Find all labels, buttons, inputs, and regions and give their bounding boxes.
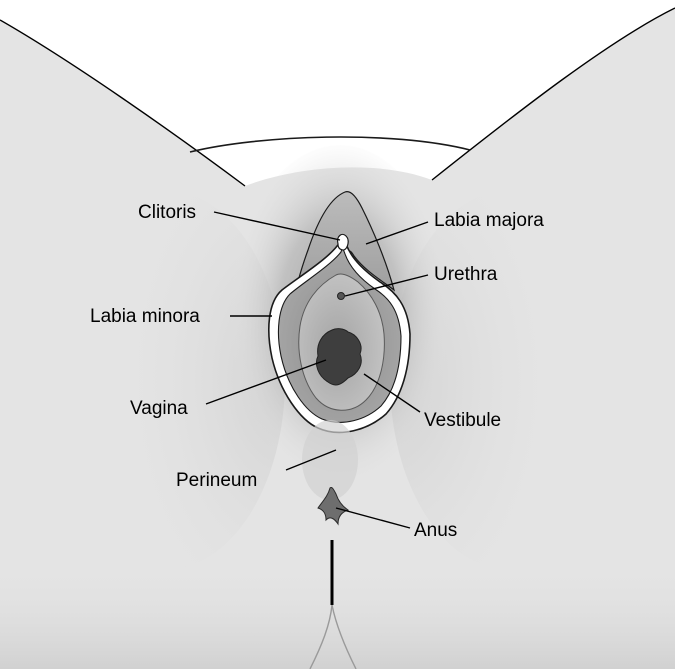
label-vestibule: Vestibule <box>424 410 501 431</box>
clitoris-shape <box>338 234 349 250</box>
label-labia-minora: Labia minora <box>90 306 200 327</box>
label-anus: Anus <box>414 520 457 541</box>
label-urethra: Urethra <box>434 264 498 285</box>
label-labia-majora: Labia majora <box>434 210 544 231</box>
label-clitoris: Clitoris <box>138 202 196 223</box>
label-vagina: Vagina <box>130 398 188 419</box>
urethra-opening <box>338 293 345 300</box>
label-perineum: Perineum <box>176 470 257 491</box>
